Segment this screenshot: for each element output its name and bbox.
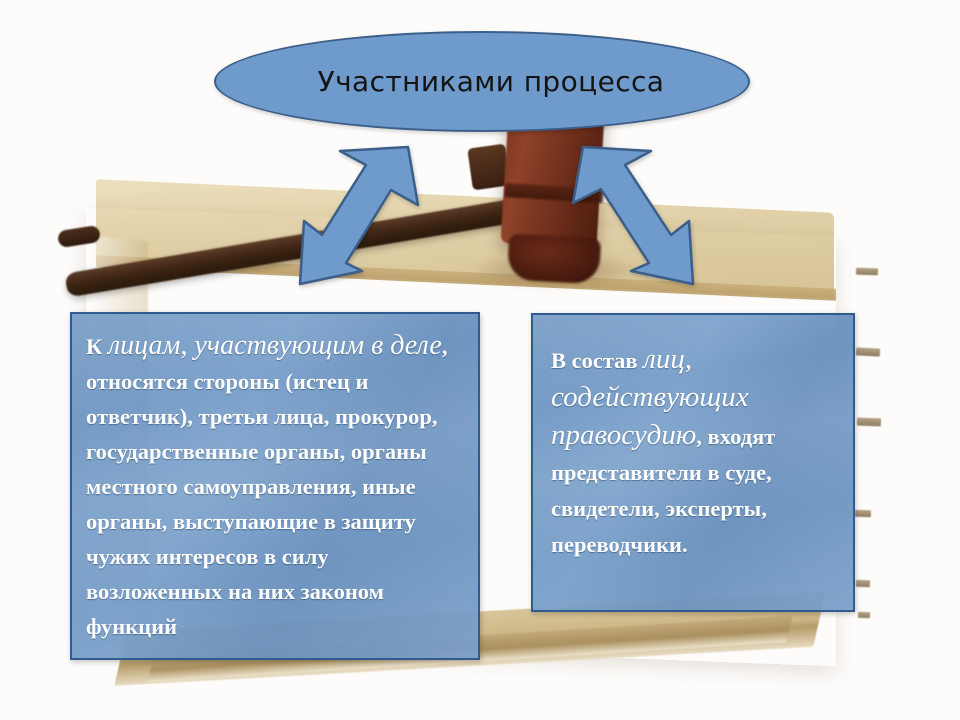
textbox-persons-assisting-justice: В состав лиц, содействующих правосудию, … [531, 313, 855, 612]
book-page-tab [855, 267, 879, 276]
left-seg-2: , относятся стороны (истец и ответчик), … [86, 334, 448, 639]
book-page-tab [854, 509, 872, 518]
left-seg-1: лицам, участвующим в деле [107, 330, 442, 361]
title-ellipse: Участниками процесса [214, 31, 750, 132]
right-seg-0: В состав [551, 348, 644, 373]
page-title: Участниками процесса [317, 65, 665, 98]
left-seg-0: К [86, 334, 108, 359]
book-page-tab [855, 579, 871, 588]
book-page-tab [855, 347, 881, 357]
arrow-down-left-icon [298, 145, 420, 286]
book-page-tab [857, 611, 871, 619]
right-seg-1: лиц, содействующих правосудию [551, 343, 749, 451]
book-page-tab [856, 417, 882, 427]
right-seg-2: , входят представители в суде, свидетели… [551, 424, 776, 557]
textbox-parties-to-the-case: К лицам, участвующим в деле, относятся с… [70, 312, 480, 660]
arrow-down-right-icon [571, 145, 695, 286]
left-box-paragraph: К лицам, участвующим в деле, относятся с… [86, 328, 466, 644]
right-box-paragraph: В состав лиц, содействующих правосудию, … [551, 341, 839, 563]
